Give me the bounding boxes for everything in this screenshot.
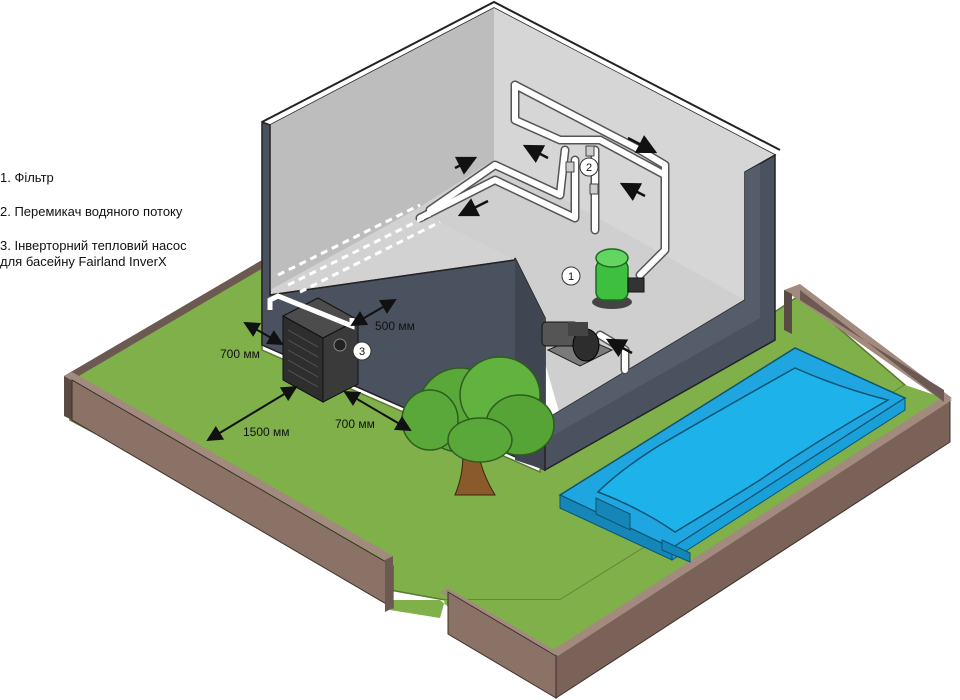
marker-filter: 1	[562, 267, 580, 285]
marker-switch: 2	[580, 158, 598, 176]
marker-heat-pump: 3	[353, 342, 371, 360]
dim-label-left: 700 мм	[220, 347, 260, 361]
marker-heat-pump-label: 3	[359, 346, 365, 358]
dim-label-front: 700 мм	[335, 417, 375, 431]
dim-label-pipe-wall: 500 мм	[375, 319, 415, 333]
marker-switch-label: 2	[586, 162, 592, 174]
dim-label-rear: 1500 мм	[243, 425, 290, 439]
marker-filter-label: 1	[568, 271, 574, 283]
